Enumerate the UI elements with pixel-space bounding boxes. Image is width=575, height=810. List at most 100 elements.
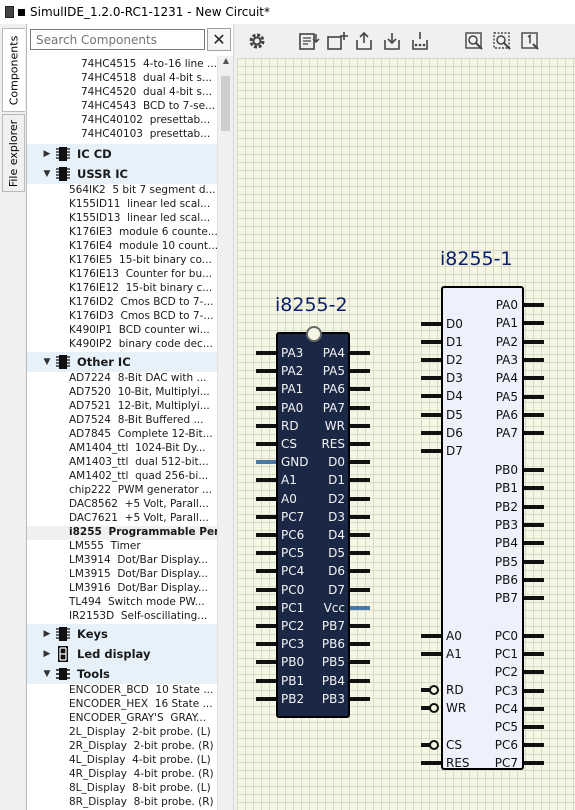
- list-item[interactable]: chip222 PWM generator ...: [69, 484, 217, 498]
- pin[interactable]: [524, 394, 544, 399]
- chevron-down-icon[interactable]: ▼: [43, 169, 51, 179]
- list-item[interactable]: 8L_Display 8-bit probe. (L): [69, 782, 217, 796]
- pin[interactable]: [421, 706, 431, 710]
- pin[interactable]: [256, 496, 276, 501]
- pin[interactable]: [256, 351, 276, 355]
- category-other-ic[interactable]: ▼Other IC: [27, 352, 217, 372]
- pin[interactable]: [350, 351, 370, 355]
- pin[interactable]: [421, 743, 431, 747]
- list-item[interactable]: K155ID11 linear led scal...: [69, 198, 217, 212]
- category-led-display[interactable]: ▶Led display: [27, 644, 217, 664]
- list-item[interactable]: ENCODER_GRAY'S GRAY...: [69, 712, 217, 726]
- pin[interactable]: [350, 569, 370, 574]
- chevron-right-icon[interactable]: ▶: [43, 649, 51, 659]
- list-item[interactable]: K176ID3 Cmos BCD to 7-...: [69, 310, 217, 324]
- pin[interactable]: [350, 478, 370, 483]
- pin[interactable]: [350, 642, 370, 647]
- pin[interactable]: [524, 486, 544, 491]
- pin[interactable]: [350, 405, 370, 410]
- list-item[interactable]: LM3916 Dot/Bar Display...: [69, 582, 217, 596]
- pin[interactable]: [256, 387, 276, 392]
- pin[interactable]: [350, 533, 370, 537]
- list-item[interactable]: AD7224 8-Bit DAC with ...: [69, 372, 217, 386]
- pin[interactable]: [524, 596, 544, 601]
- pin[interactable]: [524, 339, 544, 344]
- list-item[interactable]: 74HC40102 presettab...: [81, 114, 217, 128]
- export-icon[interactable]: [381, 30, 405, 52]
- category-ussr-ic[interactable]: ▼USSR IC: [27, 164, 217, 184]
- list-item[interactable]: K176IE13 Counter for bu...: [69, 268, 217, 282]
- category-tools[interactable]: ▼Tools: [27, 664, 217, 684]
- pin[interactable]: [256, 551, 276, 556]
- list-item[interactable]: K176IE12 15-bit binary c...: [69, 282, 217, 296]
- list-item[interactable]: LM3914 Dot/Bar Display...: [69, 554, 217, 568]
- clear-search-button[interactable]: ✕: [207, 28, 231, 51]
- pin[interactable]: [350, 660, 370, 665]
- pin[interactable]: [524, 559, 544, 564]
- list-item[interactable]: i8255 Programmable Per...: [27, 526, 217, 540]
- pin[interactable]: [350, 423, 370, 428]
- power-pin[interactable]: [350, 605, 370, 610]
- pin[interactable]: [256, 605, 276, 610]
- pin[interactable]: [524, 321, 544, 326]
- pin[interactable]: [524, 688, 544, 693]
- list-item[interactable]: DAC7621 +5 Volt, Parall...: [69, 512, 217, 526]
- category-keys[interactable]: ▶Keys: [27, 624, 217, 644]
- list-item[interactable]: K176IE5 15-bit binary co...: [69, 254, 217, 268]
- list-item[interactable]: 4L_Display 4-bit probe. (L): [69, 754, 217, 768]
- pin[interactable]: [524, 431, 544, 436]
- list-item[interactable]: K490IP2 binary code dec...: [69, 338, 217, 352]
- pin[interactable]: [524, 468, 544, 472]
- pin[interactable]: [350, 460, 370, 465]
- pin[interactable]: [524, 761, 544, 766]
- pin[interactable]: [524, 541, 544, 546]
- pin[interactable]: [350, 514, 370, 519]
- pin[interactable]: [421, 376, 441, 380]
- pin[interactable]: [350, 551, 370, 556]
- list-item[interactable]: 564IK2 5 bit 7 segment d...: [69, 184, 217, 198]
- pin[interactable]: [524, 522, 544, 527]
- window-menu-icon[interactable]: [18, 8, 25, 16]
- pin[interactable]: [256, 423, 276, 428]
- pin[interactable]: [256, 569, 276, 574]
- list-item[interactable]: 74HC4543 BCD to 7-se...: [81, 100, 217, 114]
- list-item[interactable]: 74HC4518 dual 4-bit s...: [81, 72, 217, 86]
- list-item[interactable]: 4R_Display 4-bit probe. (R): [69, 768, 217, 782]
- pin[interactable]: [350, 496, 370, 501]
- list-item[interactable]: AM1402_ttl quad 256-bi...: [69, 470, 217, 484]
- pin[interactable]: [421, 688, 431, 692]
- pin[interactable]: [256, 660, 276, 665]
- zoom-fit-icon[interactable]: [463, 30, 487, 52]
- pin[interactable]: [421, 413, 441, 417]
- component-list-scrollbar[interactable]: ▲: [217, 56, 233, 810]
- pin[interactable]: [256, 478, 276, 483]
- pin[interactable]: [524, 376, 544, 381]
- list-item[interactable]: LM555 Timer: [69, 540, 217, 554]
- list-item[interactable]: AD7524 8-Bit Buffered ...: [69, 414, 217, 428]
- list-item[interactable]: IR2153D Self-oscillating...: [69, 610, 217, 624]
- pin[interactable]: [256, 642, 276, 647]
- pin[interactable]: [421, 358, 441, 362]
- pin[interactable]: [421, 761, 441, 765]
- pin[interactable]: [256, 696, 276, 701]
- scroll-up-icon[interactable]: ▲: [222, 56, 230, 65]
- list-item[interactable]: AM1403_ttl dual 512-bit...: [69, 456, 217, 470]
- pin[interactable]: [524, 412, 544, 417]
- pin[interactable]: [256, 678, 276, 683]
- pin[interactable]: [350, 678, 370, 683]
- pin[interactable]: [524, 504, 544, 509]
- pin[interactable]: [350, 624, 370, 628]
- pin[interactable]: [350, 387, 370, 392]
- pin[interactable]: [421, 431, 441, 435]
- pin[interactable]: [256, 587, 276, 592]
- pin[interactable]: [421, 394, 441, 398]
- pin[interactable]: [421, 340, 441, 344]
- zoom-one-icon[interactable]: [519, 30, 543, 52]
- pin[interactable]: [524, 743, 544, 748]
- chevron-right-icon[interactable]: ▶: [43, 149, 51, 159]
- pin[interactable]: [256, 514, 276, 519]
- list-item[interactable]: K176IE4 module 10 count...: [69, 240, 217, 254]
- pin[interactable]: [524, 577, 544, 582]
- list-item[interactable]: 74HC40103 presettab...: [81, 128, 217, 142]
